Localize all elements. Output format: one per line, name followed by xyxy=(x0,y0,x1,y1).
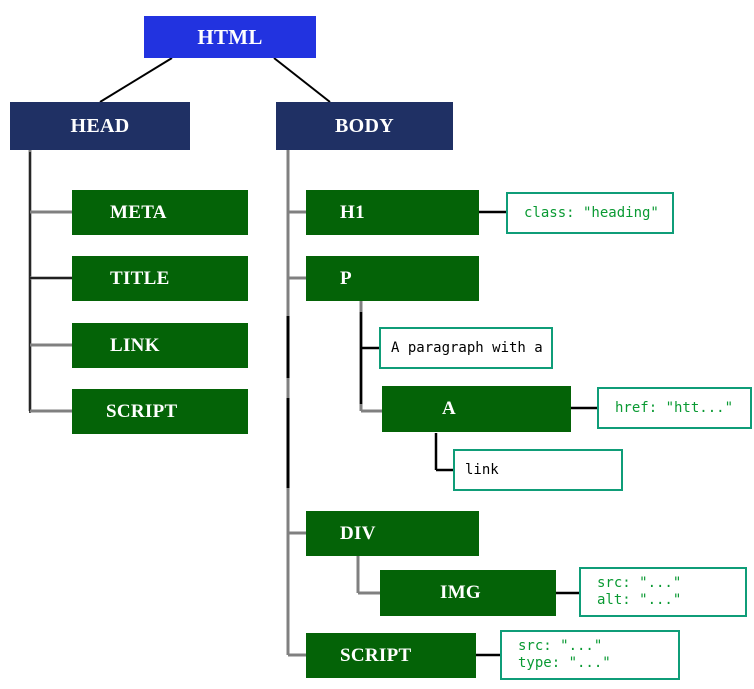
node-html[interactable]: HTML xyxy=(144,16,316,58)
attr-box-a-href[interactable]: href: "htt..." xyxy=(597,387,752,429)
edge-html-head xyxy=(99,57,173,103)
node-head[interactable]: HEAD xyxy=(10,102,190,150)
attr-box-h1-class[interactable]: class: "heading" xyxy=(506,192,674,234)
textnode-p-text: A paragraph with a xyxy=(391,339,543,356)
attr-img-src: src: "..." xyxy=(597,575,682,591)
node-head-label: HEAD xyxy=(70,114,130,137)
node-p[interactable]: P xyxy=(306,256,479,301)
node-title[interactable]: TITLE xyxy=(72,256,248,301)
attr-box-script[interactable]: src: "..." type: "..." xyxy=(500,630,680,680)
node-body-label: BODY xyxy=(335,114,394,137)
textnode-box-p[interactable]: A paragraph with a xyxy=(379,327,553,369)
node-html-label: HTML xyxy=(197,24,263,49)
node-head-script[interactable]: SCRIPT xyxy=(72,389,248,434)
node-body-script[interactable]: SCRIPT xyxy=(306,633,476,678)
attr-script-type: type: "..." xyxy=(518,655,611,671)
node-body[interactable]: BODY xyxy=(276,102,453,150)
attr-a-href: href: "htt..." xyxy=(615,399,734,416)
node-link-label: LINK xyxy=(110,334,160,356)
node-meta-label: META xyxy=(110,201,167,223)
textnode-box-a[interactable]: link xyxy=(453,449,623,491)
node-link[interactable]: LINK xyxy=(72,323,248,368)
node-img-label: IMG xyxy=(440,582,482,603)
edge-html-body xyxy=(273,57,331,103)
node-p-label: P xyxy=(340,267,352,289)
node-a-label: A xyxy=(442,398,457,419)
node-title-label: TITLE xyxy=(110,267,170,289)
node-a[interactable]: A xyxy=(382,386,571,432)
node-body-script-label: SCRIPT xyxy=(340,644,412,666)
textnode-a-text: link xyxy=(465,461,499,478)
node-head-script-label: SCRIPT xyxy=(106,400,178,422)
node-div-label: DIV xyxy=(340,522,376,544)
node-img[interactable]: IMG xyxy=(380,570,556,616)
attr-img-alt: alt: "..." xyxy=(597,592,682,608)
node-h1[interactable]: H1 xyxy=(306,190,479,235)
attr-h1-class: class: "heading" xyxy=(524,204,659,221)
attr-script-src: src: "..." xyxy=(518,638,603,654)
attr-box-img[interactable]: src: "..." alt: "..." xyxy=(579,567,747,617)
node-h1-label: H1 xyxy=(340,201,365,223)
node-div[interactable]: DIV xyxy=(306,511,479,556)
node-meta[interactable]: META xyxy=(72,190,248,235)
